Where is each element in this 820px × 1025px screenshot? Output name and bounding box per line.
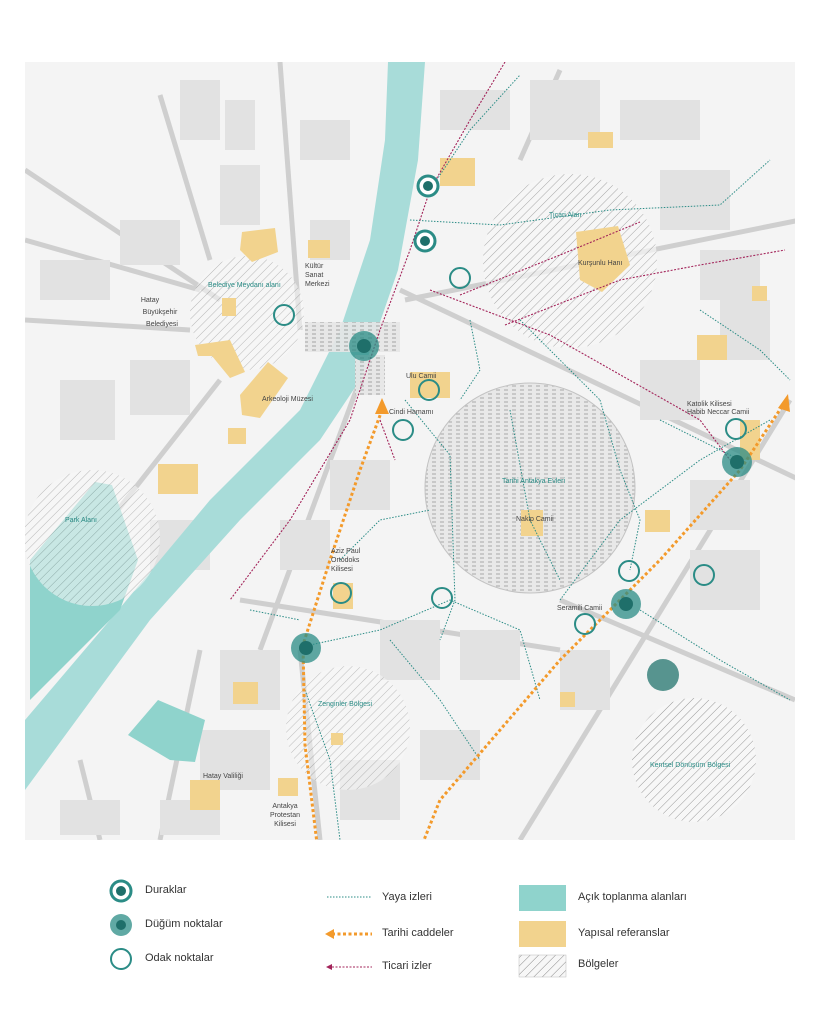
- label-arkeoloji: Arkeoloji Müzesi: [262, 396, 313, 403]
- stops: [413, 174, 440, 253]
- legend-label-acik: Açık toplanma alanları: [578, 891, 687, 903]
- legend-label-yaya: Yaya izleri: [382, 891, 432, 903]
- pedestrian-traces: [249, 74, 791, 840]
- label-cindi-hamami: Cindi Hamamı: [389, 409, 433, 416]
- zone-kentsel-donusum: [632, 698, 756, 822]
- label-protestan-1: Antakya: [272, 803, 297, 810]
- zone-zenginler: [286, 666, 410, 790]
- legend-open-space-icon: [519, 885, 566, 911]
- label-katolik: Katolik Kilisesi: [687, 401, 732, 408]
- label-kultur-2: Sanat: [305, 272, 323, 279]
- label-park-alani: Park Alanı: [65, 517, 97, 524]
- label-aziz-paul-2: Ortodoks: [331, 557, 360, 564]
- label-ticari-alan: Ticari Alan: [549, 212, 582, 219]
- zone-tarihi-evler: [424, 382, 636, 594]
- label-kultur-3: Merkezi: [305, 281, 330, 288]
- label-hatay-bld-1: Hatay: [141, 297, 160, 304]
- zone-ticari: [483, 174, 657, 348]
- label-hatay-valiligi: Hatay Valiliği: [203, 773, 243, 780]
- legend-zone-icon: [518, 954, 567, 978]
- legend-label-duraklar: Duraklar: [145, 884, 187, 896]
- zone-park: [25, 470, 160, 606]
- legend-label-odak: Odak noktalar: [145, 952, 214, 964]
- label-habib-neccar: Habib Neccar Camii: [687, 409, 750, 416]
- label-belediye-meydani: Belediye Meydanı alanı: [208, 282, 281, 289]
- label-hatay-bld-2: Büyükşehir: [143, 309, 178, 316]
- map-labels: Belediye Meydanı alanı Kültür Sanat Merk…: [65, 212, 750, 828]
- legend-label-bolgeler: Bölgeler: [578, 958, 619, 970]
- legend-label-ticari: Ticari izler: [382, 960, 432, 972]
- legend-focal-icon: [110, 948, 132, 970]
- focal-points: [273, 267, 747, 635]
- label-protestan-3: Kilisesi: [274, 821, 296, 828]
- label-ulu-camii: Ulu Camii: [406, 373, 437, 380]
- legend-label-yapisal: Yapısal referanslar: [578, 927, 670, 939]
- buildings: [40, 80, 770, 835]
- label-nakip-camii: Nakip Camii: [516, 516, 554, 523]
- valilik-open-space: [128, 700, 205, 762]
- node-points: [291, 331, 752, 691]
- legend-label-tarihi: Tarihi caddeler: [382, 927, 454, 939]
- base-map: [25, 62, 795, 890]
- legend-symbols: [109, 879, 567, 978]
- label-seramili-camii: Seramili Camii: [557, 605, 603, 612]
- historic-arrow-s1: [313, 862, 327, 878]
- legend-label-dugum: Düğüm noktalar: [145, 918, 223, 930]
- label-protestan-2: Protestan: [270, 812, 300, 819]
- label-kultur-1: Kültür: [305, 263, 324, 270]
- historic-arrow-ne: [778, 394, 790, 412]
- label-zenginler: Zenginler Bölgesi: [318, 701, 373, 708]
- legend-structural-icon: [519, 921, 566, 947]
- historic-arrow-n: [375, 398, 389, 414]
- label-kursunlu-hani: Kurşunlu Hanı: [578, 260, 622, 267]
- label-hatay-bld-3: Belediyesi: [146, 321, 178, 328]
- label-aziz-paul-1: Aziz Paul: [331, 548, 361, 555]
- historic-arrow-s2: [402, 872, 416, 890]
- zone-belediye: [190, 256, 304, 370]
- label-aziz-paul-3: Kilisesi: [331, 566, 353, 573]
- label-kentsel-donusum: Kentsel Dönüşüm Bölgesi: [650, 762, 731, 769]
- commercial-traces: [229, 62, 786, 601]
- label-tarihi-evler: Tarihi Antakya Evleri: [502, 478, 565, 485]
- orontes-river: [25, 62, 425, 790]
